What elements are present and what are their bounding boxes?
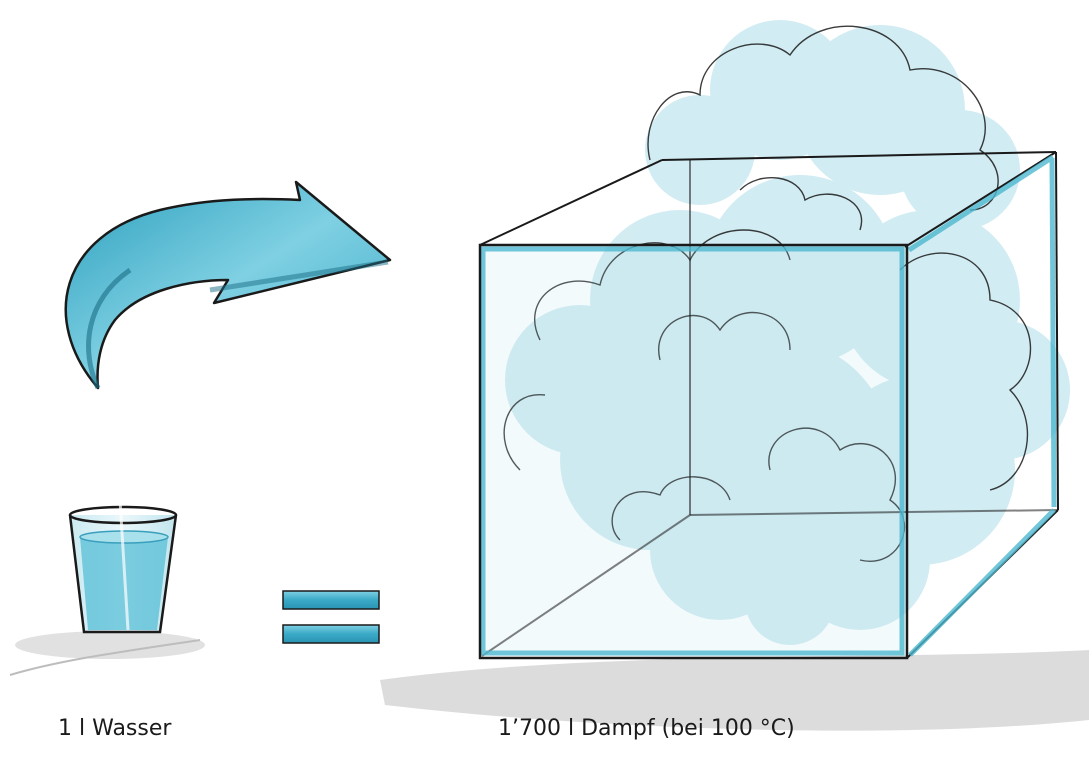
- water-glass-icon: [70, 500, 176, 632]
- equals-sign-icon: [283, 591, 379, 643]
- steam-volume-label: 1’700 l Dampf (bei 100 °C): [498, 716, 795, 741]
- curved-arrow-icon: [66, 182, 390, 388]
- glass-shadow: [15, 631, 205, 659]
- water-volume-label: 1 l Wasser: [58, 716, 171, 741]
